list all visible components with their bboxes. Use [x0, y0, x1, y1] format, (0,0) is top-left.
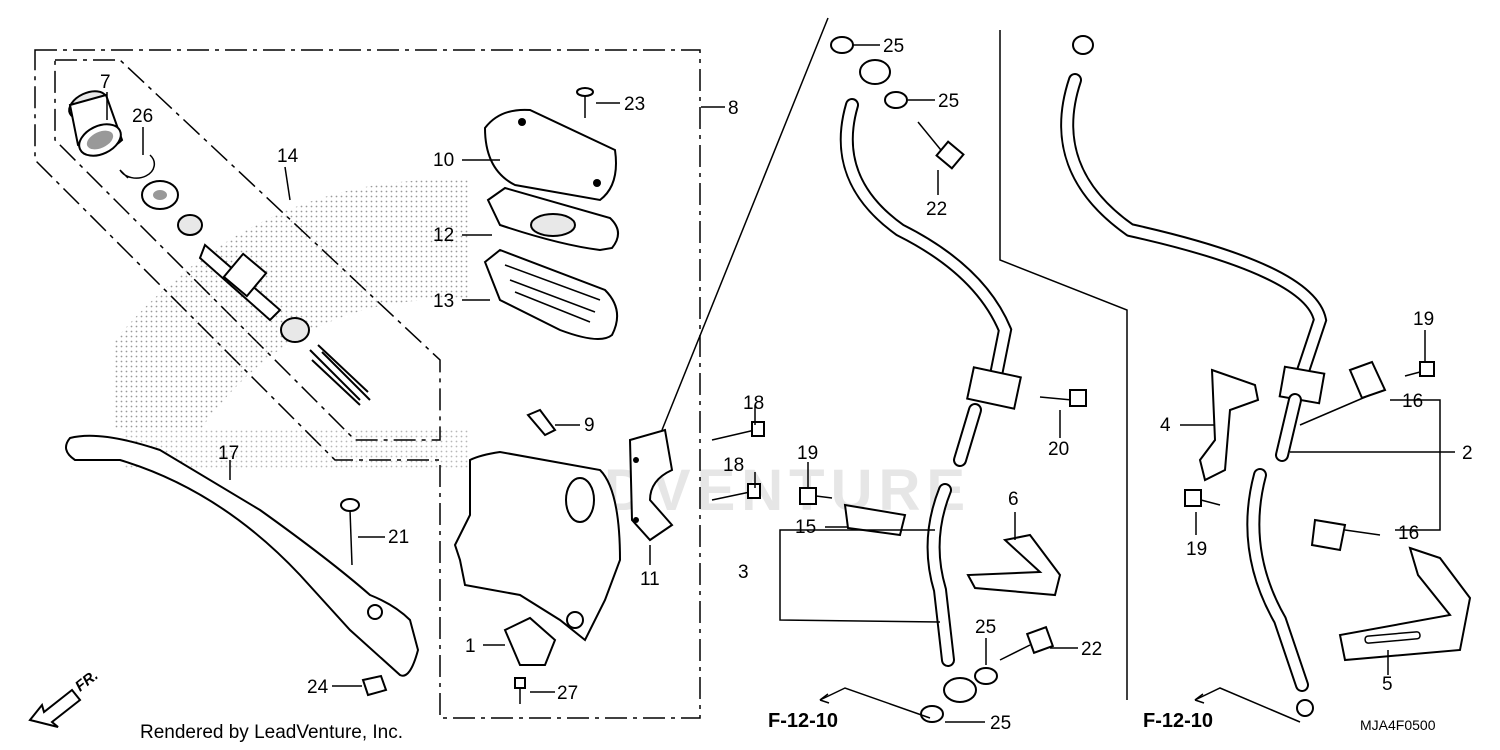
- bolt-19-right-lower-part: [1184, 489, 1221, 507]
- switch-clip-part: [526, 408, 557, 437]
- footer-text: Rendered by LeadVenture, Inc.: [140, 722, 403, 743]
- dust-boot-part: [68, 90, 124, 157]
- diagram-code: MJA4F0500: [1360, 717, 1436, 733]
- holder-part: [628, 428, 674, 542]
- clamp-16-lower-part: [1310, 518, 1347, 552]
- callout-14: 14: [277, 146, 299, 167]
- reference-label-right: F-12-10: [1143, 710, 1213, 732]
- circlip-part: [119, 154, 156, 179]
- callout-18b: 18: [723, 455, 744, 476]
- direction-label: FR.: [72, 667, 102, 695]
- callout-9: 9: [584, 415, 595, 436]
- stay-4-part: [1198, 368, 1260, 482]
- callout-12: 12: [433, 225, 454, 246]
- callout-25a: 25: [883, 36, 904, 57]
- callout-27: 27: [557, 683, 578, 704]
- callout-19a: 19: [797, 443, 818, 464]
- clamp-16-upper-part: [1348, 360, 1387, 400]
- callout-7: 7: [100, 72, 111, 93]
- sealing-washers-part: [830, 36, 998, 723]
- pivot-nut-part: [361, 674, 388, 697]
- bolt-19-right-upper-part: [1404, 361, 1435, 377]
- brake-hose-upper-part: [839, 59, 1022, 467]
- callout-25d: 25: [990, 713, 1011, 734]
- switch-screw-part: [514, 677, 526, 704]
- callout-13: 13: [433, 291, 454, 312]
- callout-23: 23: [624, 94, 645, 115]
- front-direction-arrow: FR.: [28, 667, 102, 728]
- callout-24: 24: [307, 677, 329, 698]
- callout-25c: 25: [975, 617, 996, 638]
- callout-19b: 19: [1413, 309, 1434, 330]
- callout-10: 10: [433, 150, 454, 171]
- brake-lever-part: [65, 434, 420, 677]
- callout-3: 3: [738, 562, 749, 583]
- callout-17: 17: [218, 443, 239, 464]
- callout-19c: 19: [1186, 539, 1207, 560]
- stay-5-part: [1338, 546, 1472, 662]
- callout-18a: 18: [743, 393, 764, 414]
- clamp-15-part: [843, 503, 907, 537]
- switch-part: [503, 616, 557, 666]
- callout-11: 11: [640, 569, 660, 590]
- callout-1: 1: [465, 636, 476, 657]
- callout-labels: 7 26 14 8 23 10 12 13 9 18 18 11 1 27 17…: [100, 36, 1473, 734]
- callout-25b: 25: [938, 91, 959, 112]
- divider-lines: [661, 17, 1128, 700]
- brake-hose-right-part: [1060, 35, 1328, 717]
- callout-16b: 16: [1398, 523, 1419, 544]
- callout-6: 6: [1008, 489, 1019, 510]
- brake-hose-lower-part: [926, 483, 977, 703]
- piston-kit-parts: [141, 180, 371, 406]
- reference-label-left: F-12-10: [768, 710, 838, 732]
- screw-part: [576, 87, 594, 118]
- stay-6-part: [966, 533, 1062, 597]
- callout-26: 26: [132, 106, 153, 127]
- reservoir-cap-part: [483, 108, 617, 202]
- callout-16a: 16: [1402, 391, 1423, 412]
- pivot-bolt-part: [340, 498, 360, 566]
- leader-lines: [106, 44, 1455, 723]
- callout-5: 5: [1382, 674, 1393, 695]
- diaphragm-part: [483, 248, 619, 340]
- callout-4: 4: [1160, 415, 1171, 436]
- callout-21: 21: [388, 527, 409, 548]
- callout-8: 8: [728, 98, 739, 119]
- callout-20: 20: [1048, 439, 1069, 460]
- holder-bolts-part: [711, 421, 765, 501]
- callout-2: 2: [1462, 443, 1473, 464]
- callout-22a: 22: [926, 199, 947, 220]
- oil-bolts-part: [917, 121, 1055, 661]
- callout-15: 15: [795, 517, 816, 538]
- set-plate-part: [486, 186, 619, 252]
- group-outline-master-cylinder: [34, 49, 701, 719]
- master-cylinder-body: [453, 450, 622, 642]
- bolt-20-part: [1039, 389, 1087, 407]
- callout-22b: 22: [1081, 639, 1102, 660]
